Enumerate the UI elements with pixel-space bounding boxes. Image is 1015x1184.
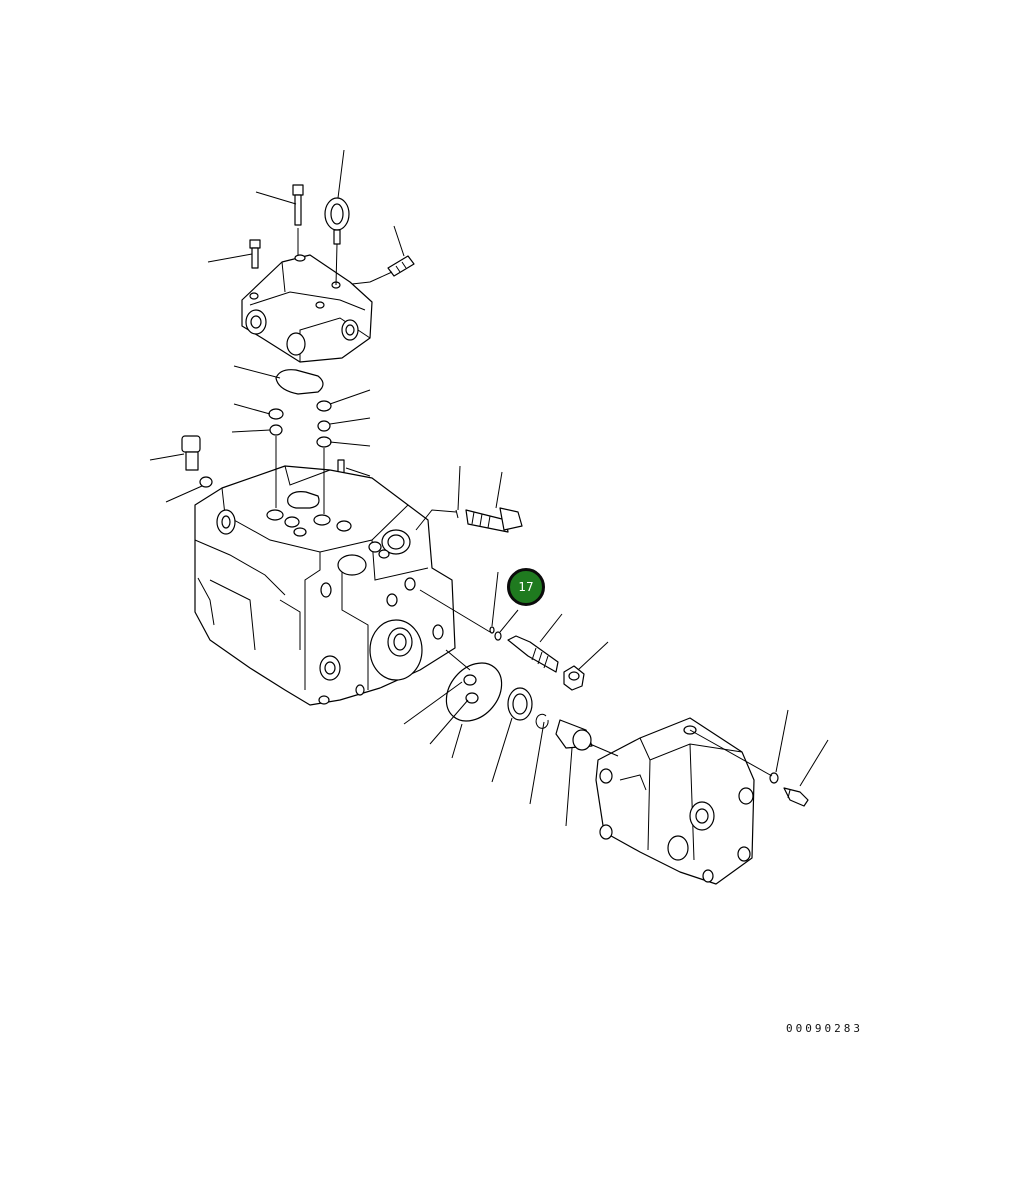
spool-valve <box>507 635 559 673</box>
top-valve-block <box>241 254 373 363</box>
gear-pump <box>595 717 755 885</box>
gear-pump-bolt <box>783 787 809 807</box>
top-bolt-center <box>292 184 304 226</box>
top-bolt-left <box>249 239 261 269</box>
main-pump-body <box>194 465 456 706</box>
thrust-plate <box>445 662 503 722</box>
snap-ring <box>535 713 549 729</box>
small-pin <box>489 626 495 634</box>
o-ring-side <box>199 476 213 488</box>
eye-bolt <box>324 197 350 245</box>
plug-fitting <box>387 255 415 277</box>
small-o-ring <box>494 631 502 641</box>
pin-small <box>455 509 459 519</box>
callout-17[interactable]: 17 <box>507 568 545 606</box>
washer-right <box>317 420 331 432</box>
nut-right <box>316 436 332 448</box>
banjo-bolt <box>465 507 523 533</box>
cap-nut <box>563 665 585 691</box>
gear-pump-washer <box>769 772 779 784</box>
drawing-number: 00090283 <box>786 1022 863 1035</box>
bushing <box>507 687 533 721</box>
o-ring-right <box>316 400 332 412</box>
o-ring-left <box>268 408 284 420</box>
leader-lines <box>149 149 829 827</box>
coupling-sleeve <box>555 719 593 751</box>
side-bolt-left <box>181 435 201 471</box>
washer-left <box>269 424 283 436</box>
gasket <box>275 369 324 395</box>
